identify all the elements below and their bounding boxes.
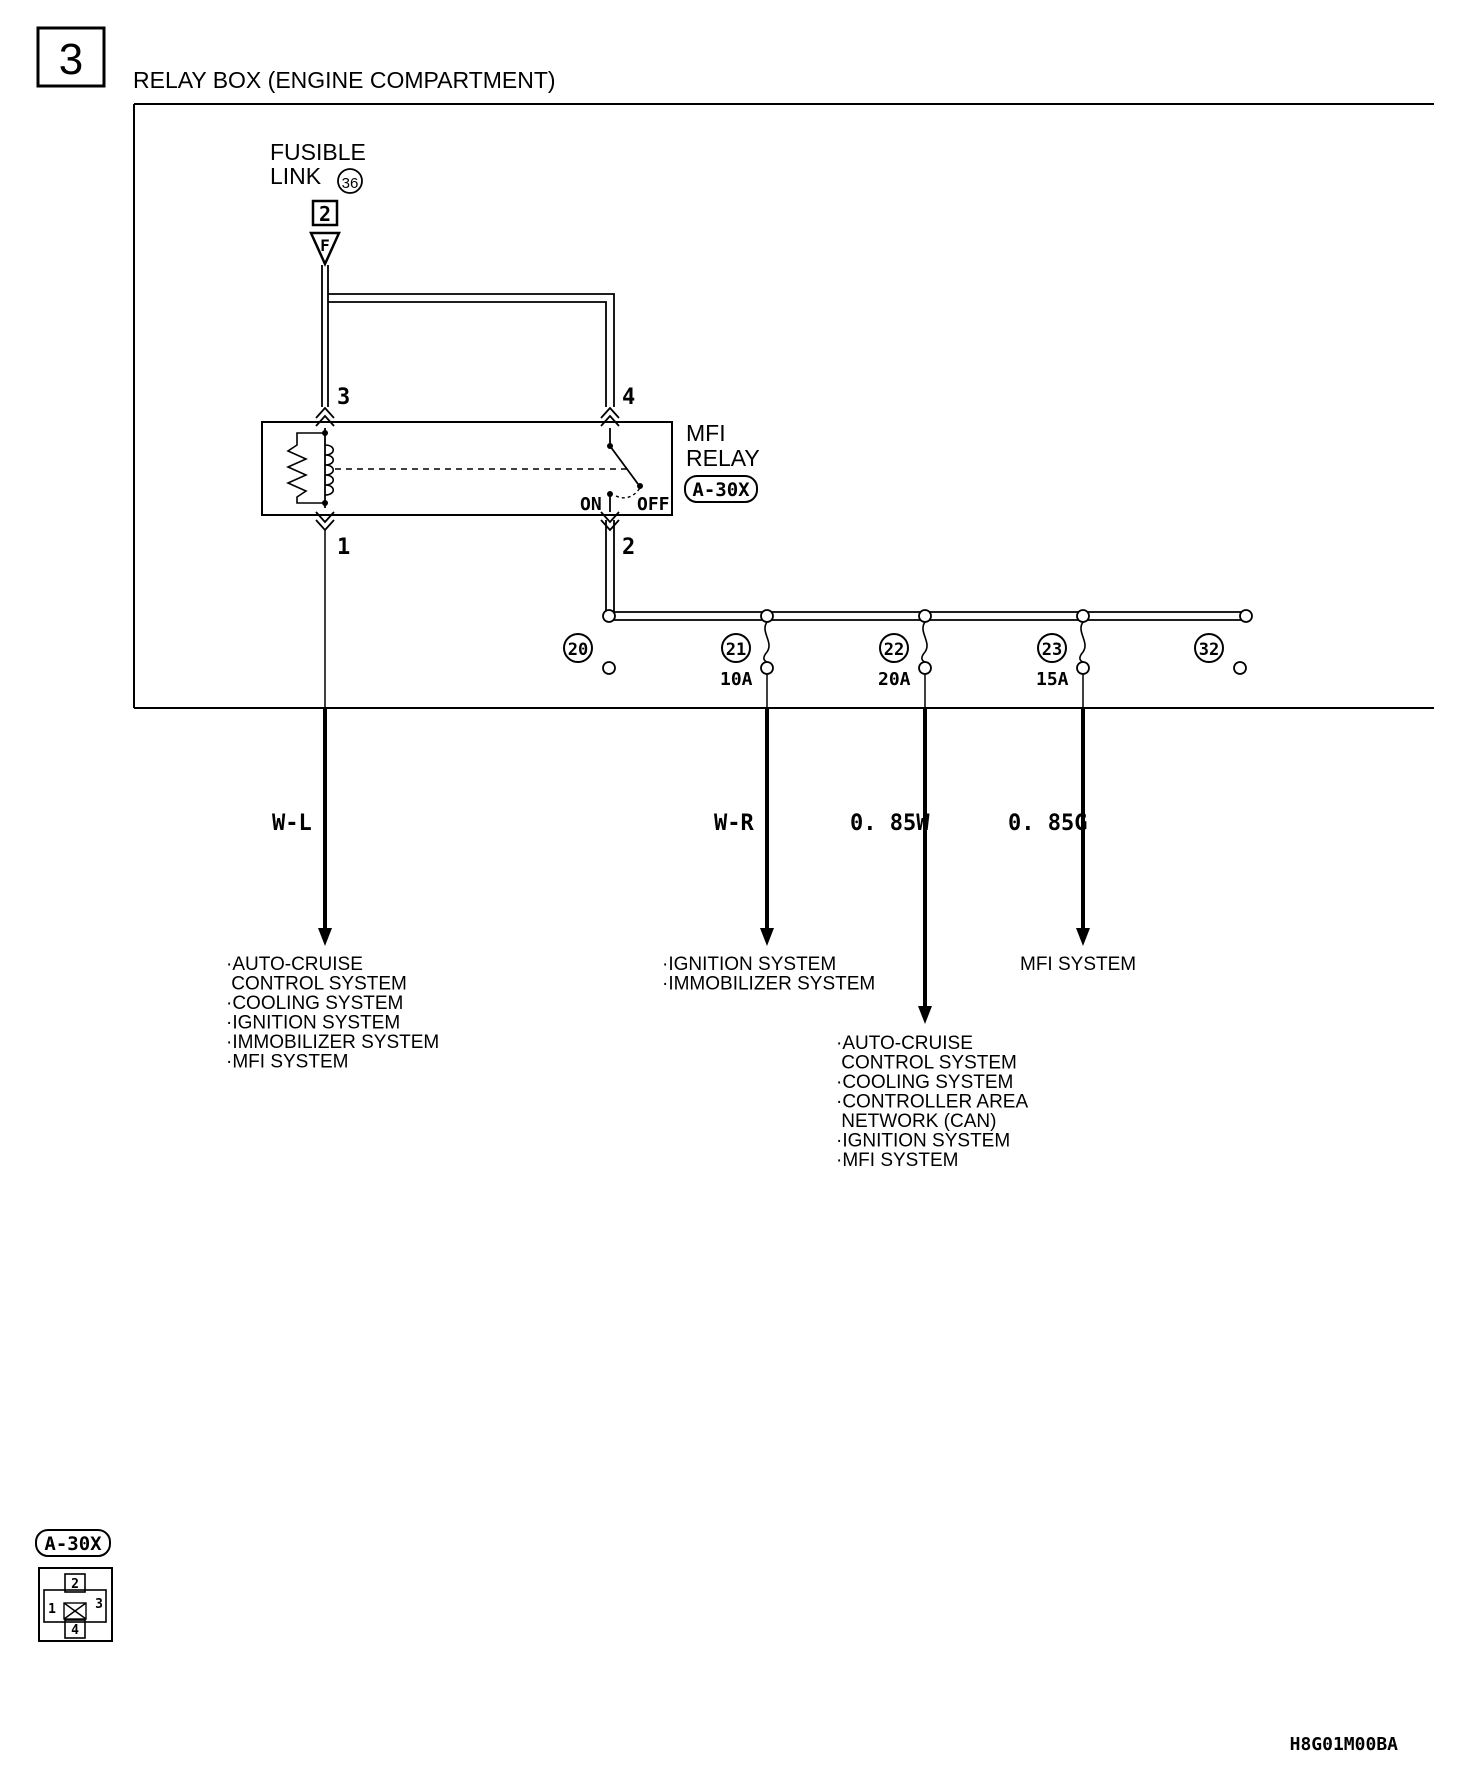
- destination-item: ·IGNITION SYSTEM: [836, 1131, 1010, 1152]
- fusible-link-connector-triangle: [309, 231, 341, 268]
- relay-connector-id: A-30X: [692, 479, 750, 501]
- wire-w-r-destinations: ·IGNITION SYSTEM ·IMMOBILIZER SYSTEM: [662, 954, 875, 995]
- fuse-22: 22 20A: [878, 609, 932, 690]
- destination-item: ·IGNITION SYSTEM: [226, 1013, 400, 1034]
- destination-item: CONTROL SYSTEM: [226, 974, 407, 995]
- wire-w-l-destinations: ·AUTO-CRUISE CONTROL SYSTEM ·COOLING SYS…: [226, 954, 439, 1073]
- destination-item: ·IMMOBILIZER SYSTEM: [662, 974, 875, 995]
- wire-w-l-arrow: [318, 928, 332, 946]
- connector-legend-pin-3: 3: [95, 1597, 103, 1612]
- destination-item: ·IGNITION SYSTEM: [662, 954, 836, 975]
- fuse-22-number: 22: [884, 640, 904, 660]
- mfi-relay: ON OFF 3 4 1 2 MFI RELAY A-30X: [261, 385, 760, 560]
- relay-pin-2: 2: [622, 535, 635, 560]
- relay-label-line2: RELAY: [686, 445, 760, 471]
- fuse-23-number: 23: [1042, 640, 1062, 660]
- wire-0-85g-arrow: [1076, 928, 1090, 946]
- connector-legend-pin-4: 4: [71, 1623, 79, 1638]
- relay-label-line1: MFI: [686, 420, 726, 446]
- destination-item: ·MFI SYSTEM: [226, 1052, 348, 1073]
- wire-0-85g-color: 0. 85G: [1008, 811, 1087, 836]
- connector-legend-pin-1: 1: [48, 1602, 56, 1617]
- connector-legend-id: A-30X: [44, 1533, 102, 1555]
- fuse-21: 21 10A: [720, 609, 774, 690]
- relay-switch-off: OFF: [637, 494, 670, 515]
- wire-0-85g-destinations: MFI SYSTEM: [1020, 954, 1136, 975]
- fuse-21-number: 21: [726, 640, 746, 660]
- fuse-23: 23 15A: [1036, 609, 1090, 690]
- fuse-20-number: 20: [568, 640, 588, 660]
- destination-item: ·IMMOBILIZER SYSTEM: [226, 1032, 439, 1053]
- destination-item: CONTROL SYSTEM: [836, 1053, 1017, 1074]
- destination-item: ·MFI SYSTEM: [836, 1150, 958, 1171]
- relay-pin-1: 1: [337, 535, 350, 560]
- wire-w-r: W-R: [714, 708, 774, 946]
- fusible-link-terminal-box: [311, 199, 339, 227]
- wire-0-85w-destinations: ·AUTO-CRUISE CONTROL SYSTEM ·COOLING SYS…: [836, 1033, 1028, 1171]
- wire-0-85w-color: 0. 85W: [850, 811, 930, 836]
- destination-item: MFI SYSTEM: [1020, 954, 1136, 975]
- destination-item: NETWORK (CAN): [836, 1111, 996, 1132]
- destination-item: ·AUTO-CRUISE: [836, 1033, 973, 1054]
- destination-item: ·COOLING SYSTEM: [836, 1072, 1013, 1093]
- wire-w-r-arrow: [760, 928, 774, 946]
- relay-box-frame: [133, 103, 1434, 709]
- wire-w-l: W-L: [272, 708, 332, 946]
- fusible-link-terminal: 2: [319, 202, 331, 226]
- section-number: 3: [59, 35, 83, 84]
- relay-switch-on: ON: [580, 494, 602, 515]
- figure-code: H8G01M00BA: [1290, 1734, 1399, 1755]
- relay-pin-4: 4: [622, 385, 635, 410]
- relay-box-title: RELAY BOX (ENGINE COMPARTMENT): [133, 67, 556, 93]
- wire-w-r-color: W-R: [714, 811, 754, 836]
- wire-w-l-color: W-L: [272, 811, 312, 836]
- fusible-link-number: 36: [342, 175, 359, 192]
- fuse-23-rating: 15A: [1036, 669, 1069, 690]
- connector-legend: A-30X 1 2 3 4: [35, 1529, 113, 1642]
- wire-0-85w-arrow: [918, 1006, 932, 1024]
- destination-item: ·COOLING SYSTEM: [226, 993, 403, 1014]
- relay-connector-id-box: [684, 475, 758, 503]
- wire-0-85g: 0. 85G: [1008, 708, 1090, 946]
- connector-legend-pin-2: 2: [71, 1577, 79, 1592]
- relay-pin-3: 3: [337, 385, 350, 410]
- fuse-32-number: 32: [1199, 640, 1219, 660]
- fusible-link: FUSIBLE LINK 36 2 F: [270, 139, 366, 268]
- destination-item: ·CONTROLLER AREA: [836, 1092, 1028, 1113]
- connector-legend-id-box: [35, 1529, 111, 1557]
- fusible-link-connector: F: [320, 236, 330, 255]
- fusible-link-label-line2: LINK: [270, 163, 322, 189]
- wire-0-85w: 0. 85W: [850, 708, 932, 1024]
- fuse-21-rating: 10A: [720, 669, 753, 690]
- destination-item: ·AUTO-CRUISE: [226, 954, 363, 975]
- fusible-link-number-circle: [337, 168, 363, 194]
- fuse-20: 20: [563, 633, 616, 675]
- connector-legend-body: [38, 1567, 113, 1642]
- section-number-box: 3: [36, 26, 106, 88]
- fuse-22-rating: 20A: [878, 669, 911, 690]
- internal-bus-wires: [321, 265, 1253, 623]
- fuse-32: 32: [1194, 633, 1247, 675]
- fusible-link-label-line1: FUSIBLE: [270, 139, 366, 165]
